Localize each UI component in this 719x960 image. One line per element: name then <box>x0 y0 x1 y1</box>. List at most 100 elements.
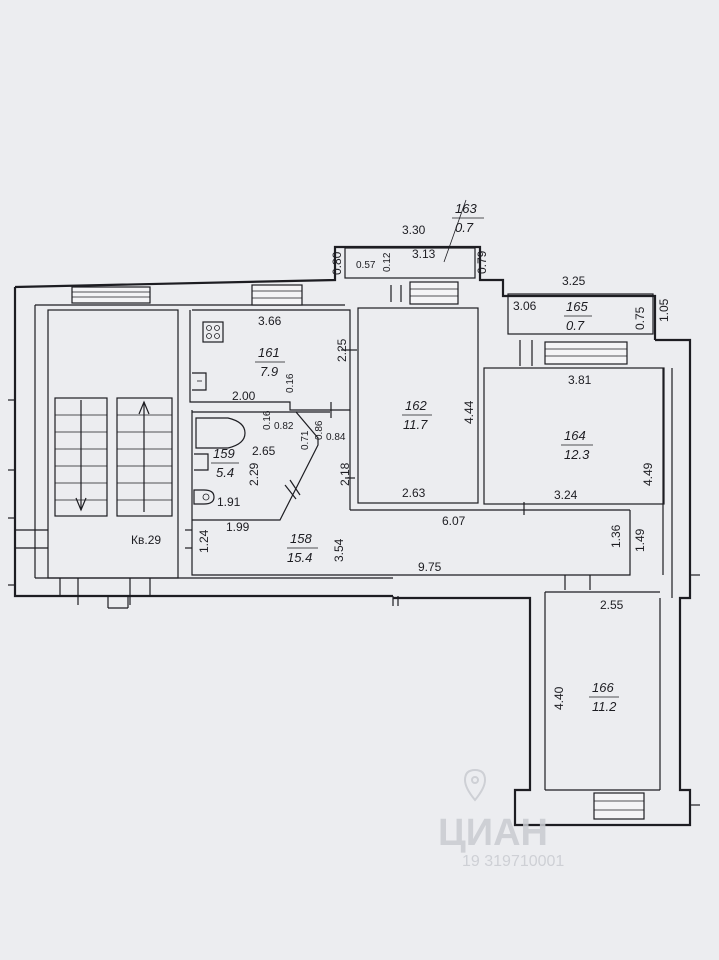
dim-1-49: 1.49 <box>633 528 647 552</box>
door-tick <box>289 479 301 496</box>
room-159-label: 159 5.4 <box>211 446 239 480</box>
svg-text:165: 165 <box>566 299 588 314</box>
toilet-icon <box>193 489 215 505</box>
room-161-label: 161 7.9 <box>255 345 285 379</box>
dim-2-25: 2.25 <box>335 338 349 362</box>
dim-3-54: 3.54 <box>332 538 346 562</box>
dim-4-49: 4.49 <box>641 462 655 486</box>
dim-3-06: 3.06 <box>513 299 537 313</box>
arrow-up-icon <box>138 400 150 415</box>
outer-wall-right <box>393 338 692 827</box>
dim-0-80: 0.80 <box>330 251 344 275</box>
dim-3-66: 3.66 <box>258 314 282 328</box>
room-labels: 163 0.7 165 0.7 161 7.9 162 11.7 164 12.… <box>131 199 619 714</box>
room164-wall <box>483 367 665 505</box>
svg-text:161: 161 <box>258 345 280 360</box>
dimension-labels: 3.30 3.13 0.80 0.57 0.12 0.79 3.25 3.06 … <box>197 223 671 710</box>
bathtub-icon <box>195 417 246 449</box>
balcony163 <box>344 247 476 279</box>
dim-2-00: 2.00 <box>232 389 256 403</box>
svg-text:7.9: 7.9 <box>260 364 278 379</box>
svg-text:162: 162 <box>405 398 427 413</box>
location-pin-icon <box>463 768 487 802</box>
dim-3-25: 3.25 <box>562 274 586 288</box>
walls <box>13 245 692 827</box>
dim-1-36: 1.36 <box>609 524 623 548</box>
outer-wall <box>13 287 393 598</box>
room159-wall <box>192 411 319 521</box>
dim-1-91: 1.91 <box>217 495 241 509</box>
svg-text:164: 164 <box>564 428 586 443</box>
dim-0-82: 0.82 <box>274 421 294 432</box>
watermark-brand: ЦИАН <box>438 812 548 854</box>
room161-wall <box>189 309 351 411</box>
arrow-down-icon <box>75 497 87 512</box>
windows <box>71 281 645 820</box>
sink-icon <box>192 372 207 391</box>
stairs <box>54 397 173 517</box>
svg-text:5.4: 5.4 <box>216 465 234 480</box>
room-162-label: 162 11.7 <box>402 398 432 432</box>
stair-flight-left <box>54 397 108 517</box>
dim-2-55: 2.55 <box>600 598 624 612</box>
svg-text:159: 159 <box>213 446 235 461</box>
dim-4-44: 4.44 <box>462 400 476 424</box>
dim-2-18: 2.18 <box>338 462 352 486</box>
dim-1-24: 1.24 <box>197 529 211 553</box>
window-stair <box>71 286 151 304</box>
dim-0-71: 0.71 <box>300 430 311 450</box>
room-165-label: 165 0.7 <box>564 299 592 333</box>
dim-9-75: 9.75 <box>418 560 442 574</box>
stair-flight-right <box>116 397 173 517</box>
fixtures <box>192 321 246 505</box>
svg-text:0.7: 0.7 <box>455 220 474 235</box>
room-164-label: 164 12.3 <box>561 428 593 462</box>
svg-text:163: 163 <box>455 201 477 216</box>
dim-3-81: 3.81 <box>568 373 592 387</box>
window-room164 <box>544 341 628 365</box>
dim-1-05: 1.05 <box>657 298 671 322</box>
dim-1-99: 1.99 <box>226 520 250 534</box>
corridor158-wall <box>191 410 631 576</box>
balcony165 <box>507 293 654 335</box>
svg-text:15.4: 15.4 <box>287 550 312 565</box>
dim-2-63: 2.63 <box>402 486 426 500</box>
room-166-label: 166 11.2 <box>589 680 619 714</box>
dim-0-57: 0.57 <box>356 260 376 271</box>
dim-4-40: 4.40 <box>552 686 566 710</box>
room162-wall <box>357 307 479 504</box>
dim-3-30: 3.30 <box>402 223 426 237</box>
window-room166 <box>593 792 645 820</box>
svg-text:11.7: 11.7 <box>403 417 428 432</box>
stove-icon <box>202 321 224 343</box>
dim-3-24: 3.24 <box>554 488 578 502</box>
svg-text:166: 166 <box>592 680 614 695</box>
dim-0-86: 0.86 <box>314 420 325 440</box>
dim-0-16-b: 0.16 <box>262 410 273 430</box>
dim-0-12: 0.12 <box>382 252 393 272</box>
window-kitchen <box>251 284 303 306</box>
apartment-label: Кв.29 <box>131 533 161 547</box>
room-158-label: 158 15.4 <box>287 531 318 565</box>
dim-3-13: 3.13 <box>412 247 436 261</box>
dim-6-07: 6.07 <box>442 514 466 528</box>
stairwell <box>47 309 179 579</box>
dim-0-79: 0.79 <box>475 250 489 274</box>
door-ticks <box>8 285 700 806</box>
window-room162 <box>409 281 459 305</box>
watermark-code: 19 319710001 <box>462 853 564 870</box>
svg-text:11.2: 11.2 <box>592 699 617 714</box>
watermark: ЦИАН 19 319710001 <box>438 768 564 870</box>
dim-2-65: 2.65 <box>252 444 276 458</box>
washbasin-icon <box>194 453 209 471</box>
svg-text:158: 158 <box>290 531 312 546</box>
outer-wall-top <box>14 245 657 340</box>
dim-0-75: 0.75 <box>633 306 647 330</box>
dim-0-16-a: 0.16 <box>285 373 296 393</box>
svg-text:0.7: 0.7 <box>566 318 585 333</box>
dim-0-84: 0.84 <box>326 432 346 443</box>
dim-2-29: 2.29 <box>247 462 261 486</box>
svg-text:12.3: 12.3 <box>564 447 590 462</box>
room-163-label: 163 0.7 <box>443 199 484 263</box>
